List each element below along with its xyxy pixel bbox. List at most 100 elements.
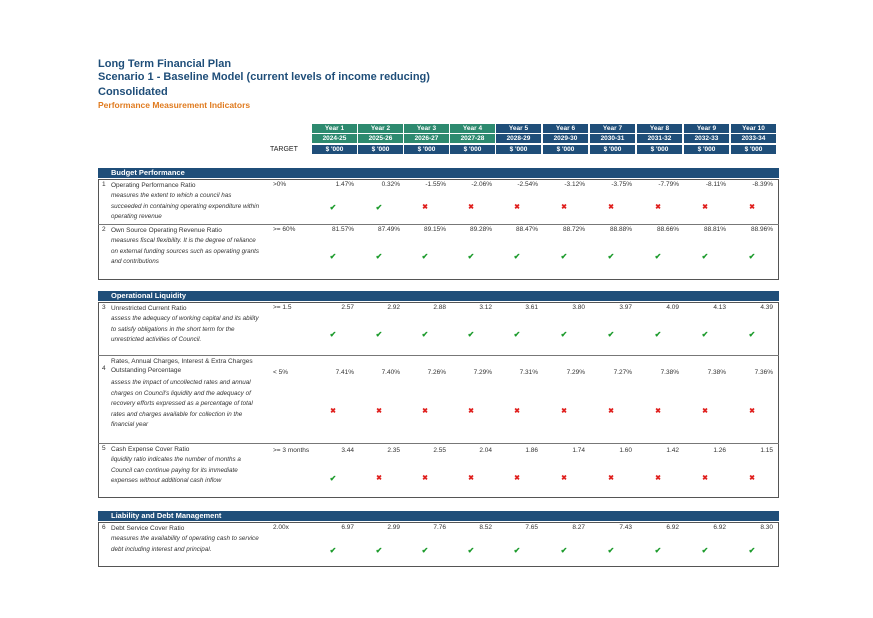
cross-icon: ✖ [655,408,661,415]
indicator-value: 6.92 [666,524,679,531]
year-header-label: Year 5 [496,124,541,133]
check-icon: ✔ [329,474,337,483]
indicator-target: >0% [273,181,287,188]
cross-icon: ✖ [422,475,428,482]
indicator-value: 1.86 [525,447,538,454]
indicator-number: 6 [102,524,106,531]
indicator-description: measures fiscal flexibility. It is the d… [111,237,260,266]
indicator-value: 7.43 [619,524,632,531]
indicator-value: 7.40% [381,369,400,376]
cross-icon: ✖ [749,475,755,482]
indicator-group [98,179,779,280]
check-icon: ✔ [467,330,475,339]
target-column-header: TARGET [270,146,298,153]
check-icon: ✔ [375,330,383,339]
indicator-value: 88.88% [609,226,632,233]
check-icon: ✔ [421,252,429,261]
indicator-value: 1.42 [666,447,679,454]
year-header-label: Year 2 [358,124,403,133]
indicator-description: measures the availability of operating c… [111,535,259,553]
indicator-value: 7.29% [566,369,585,376]
indicator-value: 7.41% [335,369,354,376]
cross-icon: ✖ [514,204,520,211]
indicator-value: -1.55% [425,181,446,188]
year-header-unit: $ '000 [358,145,403,154]
indicator-value: 1.26 [713,447,726,454]
indicator-name: Unrestricted Current Ratio [111,305,187,312]
indicator-value: 6.92 [713,524,726,531]
indicator-value: 7.65 [525,524,538,531]
cross-icon: ✖ [702,204,708,211]
check-icon: ✔ [560,330,568,339]
check-icon: ✔ [513,330,521,339]
check-icon: ✔ [329,546,337,555]
indicator-number: 3 [102,304,106,311]
indicator-value: -8.11% [705,181,726,188]
report-title: Long Term Financial Plan [98,58,232,70]
check-icon: ✔ [375,252,383,261]
year-header-period: 2032-33 [684,134,729,143]
indicator-value: -2.06% [471,181,492,188]
indicator-value: 3.12 [479,304,492,311]
indicator-name: Rates, Annual Charges, Interest & Extra … [111,358,253,374]
indicator-value: 88.72% [562,226,585,233]
year-header-period: 2029-30 [543,134,588,143]
check-icon: ✔ [748,330,756,339]
indicator-target: >= 3 months [273,447,310,454]
year-header-unit: $ '000 [543,145,588,154]
indicator-number: 1 [102,181,106,188]
check-icon: ✔ [701,330,709,339]
indicator-value: 1.60 [619,447,632,454]
indicator-number: 2 [102,226,106,233]
year-header-unit: $ '000 [404,145,449,154]
check-icon: ✔ [329,252,337,261]
year-header-unit: $ '000 [684,145,729,154]
check-icon: ✔ [701,252,709,261]
check-icon: ✔ [421,330,429,339]
indicator-value: 2.57 [341,304,354,311]
indicator-target: >= 60% [273,226,296,233]
check-icon: ✔ [607,252,615,261]
indicator-value: 7.36% [754,369,773,376]
indicator-value: 8.52 [479,524,492,531]
indicator-value: 7.29% [473,369,492,376]
cross-icon: ✖ [749,204,755,211]
indicator-value: 2.55 [433,447,446,454]
year-header-label: Year 6 [543,124,588,133]
check-icon: ✔ [748,252,756,261]
cross-icon: ✖ [608,475,614,482]
cross-icon: ✖ [422,408,428,415]
cross-icon: ✖ [655,204,661,211]
indicator-value: 6.97 [341,524,354,531]
row-divider [98,355,779,356]
cross-icon: ✖ [330,408,336,415]
section-operational-liquidity: Operational Liquidity [98,291,779,301]
indicator-value: 87.49% [377,226,400,233]
cross-icon: ✖ [561,475,567,482]
indicator-value: 3.80 [572,304,585,311]
indicator-value: 8.30 [760,524,773,531]
year-header-period: 2031-32 [637,134,682,143]
year-header-period: 2028-29 [496,134,541,143]
year-header-period: 2025-26 [358,134,403,143]
entity-title: Consolidated [98,86,168,98]
check-icon: ✔ [467,546,475,555]
indicator-name: Debt Service Cover Ratio [111,525,185,532]
year-header-unit: $ '000 [637,145,682,154]
check-icon: ✔ [375,203,383,212]
indicator-value: 7.27% [613,369,632,376]
cross-icon: ✖ [702,475,708,482]
year-header-period: 2030-31 [590,134,635,143]
year-header-period: 2024-25 [312,134,357,143]
indicator-value: 2.92 [387,304,400,311]
indicator-value: 88.66% [656,226,679,233]
indicator-value: 2.04 [479,447,492,454]
cross-icon: ✖ [702,408,708,415]
indicator-value: -8.39% [752,181,773,188]
check-icon: ✔ [654,546,662,555]
section-subtitle: Performance Measurement Indicators [98,100,251,110]
cross-icon: ✖ [468,408,474,415]
indicator-value: 2.35 [387,447,400,454]
indicator-target: < 5% [273,369,288,376]
year-header-period: 2027-28 [450,134,495,143]
